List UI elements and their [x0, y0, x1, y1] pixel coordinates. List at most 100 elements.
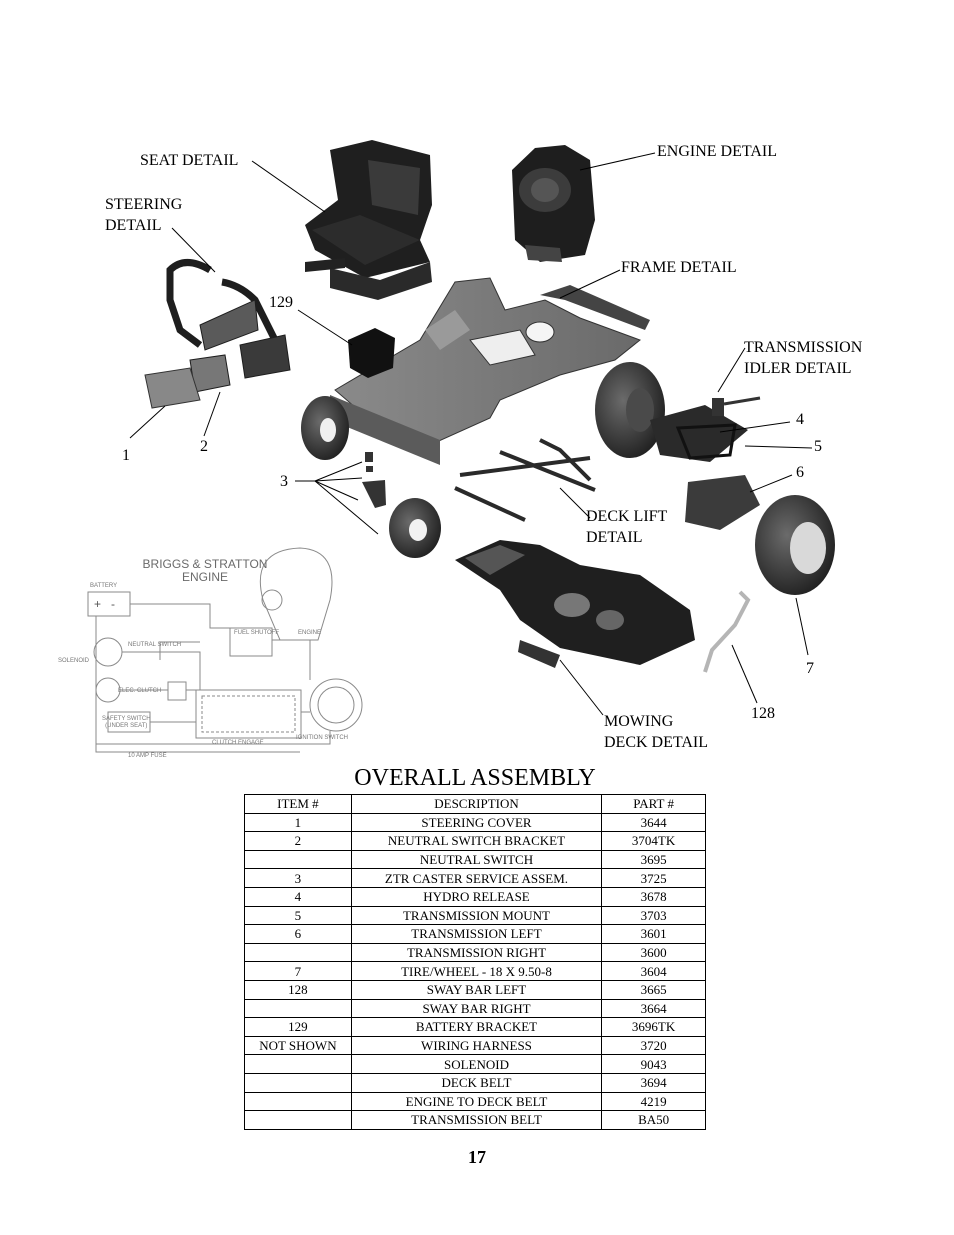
mowing-deck-detail-label: MOWING DECK DETAIL [604, 711, 708, 753]
item-cell: NOT SHOWN [244, 1035, 352, 1056]
callout-3: 3 [280, 473, 288, 490]
item-cell: 7 [244, 961, 352, 981]
part-cell: 3703 [601, 905, 706, 926]
battery-part [348, 328, 395, 378]
header-part: PART # [601, 794, 706, 814]
part-cell: 3604 [601, 961, 706, 981]
description-cell: SWAY BAR RIGHT [350, 998, 603, 1019]
part-cell: 4219 [601, 1091, 706, 1112]
item-cell: 5 [244, 905, 352, 926]
part-cell: 3678 [601, 886, 706, 907]
wiring-fuel-shutoff-label: FUEL SHUTOFF [234, 630, 280, 636]
wiring-engine-label: ENGINE [298, 630, 322, 636]
steering-detail-line-2: DETAIL [105, 217, 162, 234]
item-cell [244, 942, 352, 963]
wiring-fuse-label: 10 AMP FUSE [128, 753, 167, 759]
description-cell: DECK BELT [350, 1072, 603, 1093]
item-cell [244, 998, 352, 1019]
description-cell: BATTERY BRACKET [350, 1017, 603, 1037]
part-cell: 9043 [601, 1054, 706, 1074]
caster-wheel-part [389, 498, 441, 558]
page-number: 17 [468, 1147, 486, 1167]
part-cell: 3720 [601, 1035, 706, 1056]
callout-7: 7 [806, 660, 814, 677]
table-header-row: ITEM # DESCRIPTION PART # [244, 794, 706, 814]
rear-tire-right-part [755, 495, 835, 595]
part-cell: 3695 [601, 849, 706, 870]
callout-128: 128 [751, 705, 775, 722]
engine-detail-label: ENGINE DETAIL [657, 143, 778, 160]
description-cell: WIRING HARNESS [350, 1035, 603, 1056]
frame-detail-label: FRAME DETAIL [621, 259, 737, 276]
item-cell: 129 [244, 1017, 352, 1037]
description-cell: SWAY BAR LEFT [350, 979, 603, 1000]
header-item: ITEM # [244, 794, 352, 814]
mowing-deck-part [455, 540, 695, 668]
leader-lines [129, 152, 813, 716]
part-cell: 3725 [601, 868, 706, 888]
item-cell [244, 1072, 352, 1093]
deck-lift-line-1: DECK LIFT [586, 508, 668, 525]
wiring-title-line-2: ENGINE [181, 570, 228, 584]
mowing-deck-line-1: MOWING [604, 713, 674, 730]
description-cell: STEERING COVER [350, 812, 603, 833]
frame-part [330, 277, 650, 465]
page-title: OVERALL ASSEMBLY [354, 765, 596, 791]
wiring-diagram [87, 547, 363, 753]
sway-bar-part [703, 590, 751, 673]
item-cell: 3 [244, 868, 352, 888]
battery-terminals: + - [94, 597, 116, 611]
transmission-part [650, 396, 761, 530]
steering-part [166, 259, 291, 393]
part-cell: 3664 [601, 998, 706, 1019]
wiring-ignition-switch-label: IGNITION SWITCH [296, 735, 348, 741]
wiring-diagram-title: BRIGGS & STRATTON ENGINE [130, 558, 280, 584]
transmission-idler-line-1: TRANSMISSION [744, 339, 863, 356]
part-cell: 3694 [601, 1072, 706, 1093]
rear-tire-left-part [595, 362, 665, 458]
item-cell [244, 1054, 352, 1074]
description-cell: HYDRO RELEASE [350, 886, 603, 907]
engine-part [512, 145, 595, 262]
callout-129: 129 [269, 294, 293, 311]
deck-lift-part [454, 438, 596, 522]
item-cell: 128 [244, 979, 352, 1000]
mowing-deck-line-2: DECK DETAIL [604, 734, 709, 751]
description-cell: NEUTRAL SWITCH [350, 849, 603, 870]
description-cell: TRANSMISSION LEFT [350, 924, 603, 944]
part-cell: 3665 [601, 979, 706, 1000]
callout-4: 4 [796, 411, 804, 428]
wiring-neutral-switch-label: NEUTRAL SWITCH [128, 642, 182, 648]
wiring-elec-clutch-label: ELEC. CLUTCH [118, 688, 162, 694]
item-cell [244, 1091, 352, 1112]
description-cell: TRANSMISSION MOUNT [350, 905, 603, 926]
transmission-idler-detail-label: TRANSMISSION IDLER DETAIL [744, 337, 862, 379]
caster-parts [362, 452, 386, 508]
safety-switch-line-2: (UNDER SEAT) [105, 723, 148, 729]
wiring-solenoid-label: SOLENOID [58, 658, 90, 664]
description-cell: SOLENOID [350, 1054, 603, 1074]
part-cell: 3696TK [601, 1017, 706, 1037]
description-cell: TIRE/WHEEL - 18 X 9.50-8 [350, 961, 603, 981]
transmission-idler-line-2: IDLER DETAIL [744, 360, 852, 377]
wiring-title-line-1: BRIGGS & STRATTON [142, 557, 268, 571]
header-description: DESCRIPTION [350, 794, 603, 814]
description-cell: TRANSMISSION RIGHT [350, 942, 603, 963]
deck-lift-detail-label: DECK LIFT DETAIL [586, 506, 667, 548]
description-cell: TRANSMISSION BELT [350, 1110, 603, 1130]
description-cell: ZTR CASTER SERVICE ASSEM. [350, 868, 603, 888]
